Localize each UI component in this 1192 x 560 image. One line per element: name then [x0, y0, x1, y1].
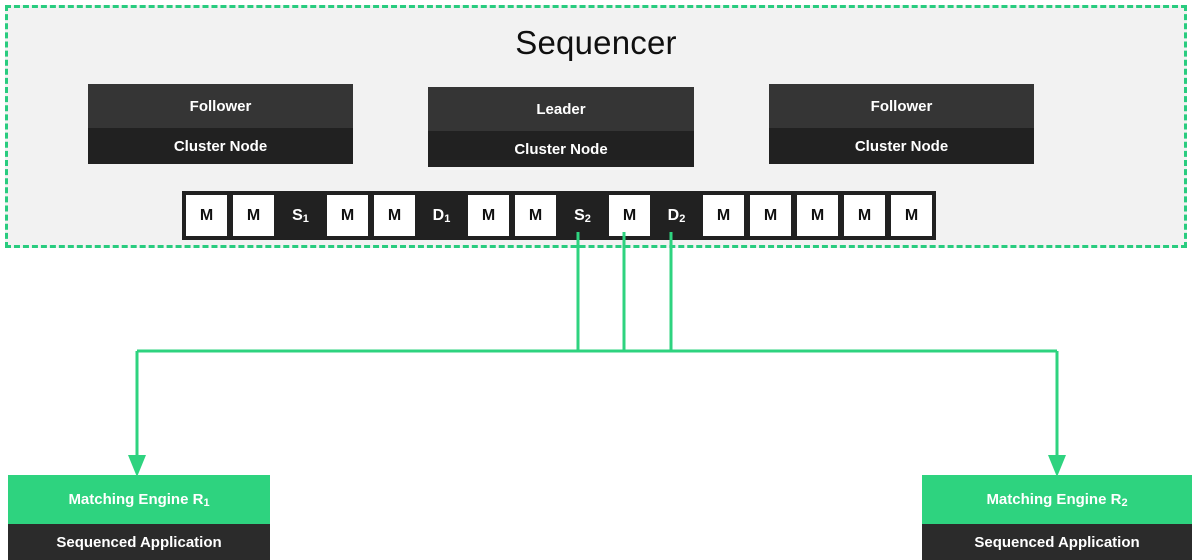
message-cell-label: M — [622, 206, 637, 224]
node-role-label: Follower — [88, 84, 353, 128]
message-cell-label: S — [292, 206, 303, 224]
message-cell[interactable]: M — [325, 193, 370, 238]
message-cell[interactable]: M — [607, 193, 652, 238]
message-cell-label: S — [574, 206, 585, 224]
engine-title-text: Matching Engine R — [68, 491, 204, 508]
message-cell[interactable]: M — [889, 193, 934, 238]
message-cell-subscript: 2 — [679, 212, 686, 225]
message-cell-label: M — [904, 206, 919, 224]
cluster-node-leader[interactable]: Leader Cluster Node — [428, 87, 694, 167]
message-cell[interactable]: M — [466, 193, 511, 238]
engine-subtitle-label: Sequenced Application — [922, 524, 1192, 560]
node-kind-label: Cluster Node — [769, 128, 1034, 164]
message-cell-label: M — [199, 206, 214, 224]
message-cell-label: M — [387, 206, 402, 224]
message-cell[interactable]: M — [513, 193, 558, 238]
message-cell[interactable]: M — [795, 193, 840, 238]
cluster-node-follower-1[interactable]: Follower Cluster Node — [88, 84, 353, 164]
message-cell[interactable]: M — [701, 193, 746, 238]
message-cell-label: M — [857, 206, 872, 224]
engine-title-subscript: 1 — [203, 496, 210, 509]
message-cell-subscript: 2 — [584, 212, 591, 225]
message-cell[interactable]: M — [372, 193, 417, 238]
message-cell[interactable]: M — [748, 193, 793, 238]
cluster-node-follower-2[interactable]: Follower Cluster Node — [769, 84, 1034, 164]
message-cell[interactable]: M — [231, 193, 276, 238]
message-cell-subscript: 1 — [444, 212, 451, 225]
node-role-label: Follower — [769, 84, 1034, 128]
message-cell[interactable]: M — [184, 193, 229, 238]
message-cell-subscript: 1 — [302, 212, 309, 225]
message-cell-label: M — [340, 206, 355, 224]
arrowhead-right — [1048, 455, 1066, 477]
message-cell-label: M — [810, 206, 825, 224]
node-kind-label: Cluster Node — [428, 131, 694, 167]
engine-title-text: Matching Engine R — [986, 491, 1122, 508]
node-kind-label: Cluster Node — [88, 128, 353, 164]
message-cell-label: M — [246, 206, 261, 224]
engine-subtitle-label: Sequenced Application — [8, 524, 270, 560]
message-cell[interactable]: M — [842, 193, 887, 238]
sequencer-boundary-panel: Sequencer Follower Cluster Node Leader C… — [5, 5, 1187, 248]
message-cell-label: M — [763, 206, 778, 224]
message-cell-label: M — [481, 206, 496, 224]
node-role-label: Leader — [428, 87, 694, 131]
message-cell-label: M — [528, 206, 543, 224]
sequencer-title: Sequencer — [515, 24, 677, 61]
engine-title-subscript: 2 — [1121, 496, 1128, 509]
message-cell-label: D — [432, 206, 445, 224]
arrowhead-left — [128, 455, 146, 477]
message-cell-label: D — [667, 206, 680, 224]
message-cell-label: M — [716, 206, 731, 224]
